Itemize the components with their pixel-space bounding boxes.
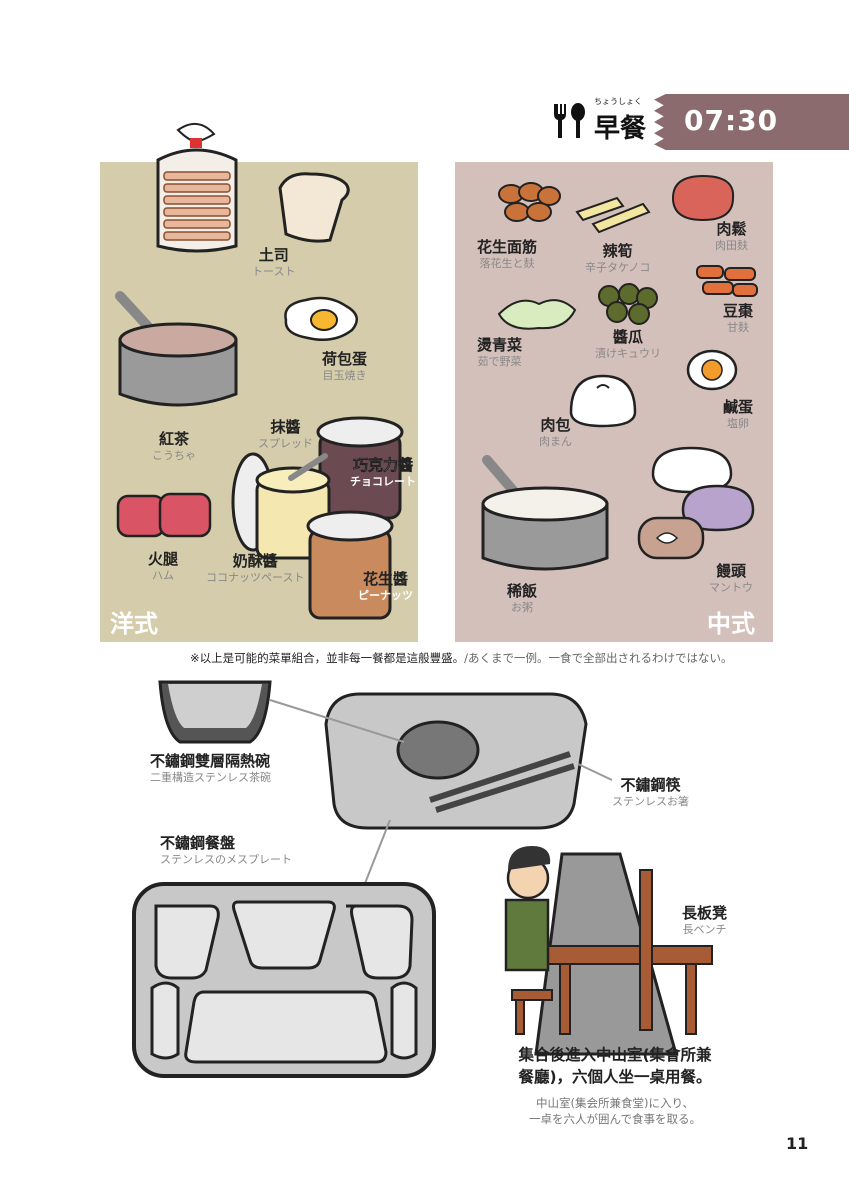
label-pork-floss: 肉鬆肉田麸 [715,220,748,252]
label-boiled-greens: 燙青菜茹で野菜 [477,336,523,368]
label-mantou: 饅頭マントウ [709,562,753,594]
label-chopsticks: 不鏽鋼筷ステンレスお箸 [612,776,689,808]
label-spicy-bamboo: 辣筍辛子タケノコ [585,242,651,274]
boiled-greens-illustration [497,299,577,330]
mantou-illustration [637,446,755,560]
fried-egg-illustration [284,296,359,341]
caption-zh-line2: 餐廳)，六個人坐一桌用餐。 [518,1068,712,1087]
label-ham: 火腿ハム [148,550,179,582]
meal-title: 早餐 [594,114,647,144]
label-salted-egg: 鹹蛋塩卵 [723,398,754,430]
caption-zh-line1: 集合後進入中山室(集會所兼 [518,1046,712,1064]
header: ちょうしょく 早餐 07:30 [550,94,849,150]
label-peanut-gluten: 花生面筋落花生と麸 [477,238,538,270]
fork-spoon-icon [554,103,585,138]
label-pickled-cucumber: 醬瓜漬けキュウリ [595,328,661,360]
label-peanut-butter: 花生醬ピーナッツ [358,570,413,602]
menu-note: ※以上是可能的菜單組合，並非每一餐都是這般豐盛。/あくまで一例。一食で全部出され… [190,651,733,665]
label-coconut-paste: 奶酥醬ココナッツペースト [206,552,305,584]
black-tea-pot-illustration [115,291,238,407]
label-bench: 長板凳長ベンチ [682,904,728,936]
meat-bun-illustration [569,374,637,428]
label-black-tea: 紅茶こうちゃ [152,430,196,462]
label-meat-bun: 肉包肉まん [539,416,572,448]
utensils-illustration [132,680,713,1078]
sweet-gluten-illustration [696,265,758,297]
western-corner-title: 洋式 [110,610,158,638]
label-fried-egg: 荷包蛋目玉焼き [322,350,368,382]
pickled-cucumber-illustration [598,283,658,325]
time-band: 07:30 [654,94,849,150]
label-rice-porridge: 稀飯お粥 [507,582,538,614]
label-chocolate: 巧克力醬チョコレート [350,456,416,488]
salted-egg-illustration [686,349,738,391]
label-tray: 不鏽鋼餐盤ステンレスのメスプレート [160,834,292,866]
label-bowl: 不鏽鋼雙層隔熱碗二重構造ステンレス茶碗 [150,752,271,784]
pork-floss-illustration [671,174,735,222]
caption-ja-line1: 中山室(集会所兼食堂)に入り、 [535,1095,694,1110]
chinese-panel: 花生面筋落花生と麸 辣筍辛子タケノコ 肉鬆肉田麸 豆棗甘麸 燙青菜茹で野菜 醬瓜… [455,162,773,642]
time-label: 07:30 [684,104,779,137]
chinese-corner-title: 中式 [707,610,755,638]
toast-slice-illustration [278,172,350,243]
label-sweet-gluten: 豆棗甘麸 [723,302,754,334]
page-number: 11 [786,1134,809,1153]
toast-loaf-illustration [156,123,238,253]
label-spread: 抹醬スプレッド [258,418,313,450]
peanut-gluten-illustration [498,182,561,222]
caption-ja-line2: 一卓を六人が囲んで食事を取る。 [529,1112,701,1127]
western-panel: 土司トースト 荷包蛋目玉焼き 紅茶こうちゃ 抹醬スプレッド 巧克力醬チョコレート… [100,123,418,642]
peanut-butter-jar-illustration [306,510,394,620]
mess-hall-caption: 集合後進入中山室(集會所兼 餐廳)，六個人坐一桌用餐。 中山室(集会所兼食堂)に… [500,1044,730,1127]
rice-porridge-pot-illustration [481,455,609,571]
ham-illustration [116,492,212,538]
label-toast: 土司トースト [252,246,296,278]
meal-furigana: ちょうしょく [594,97,642,106]
spicy-bamboo-illustration [575,196,651,234]
